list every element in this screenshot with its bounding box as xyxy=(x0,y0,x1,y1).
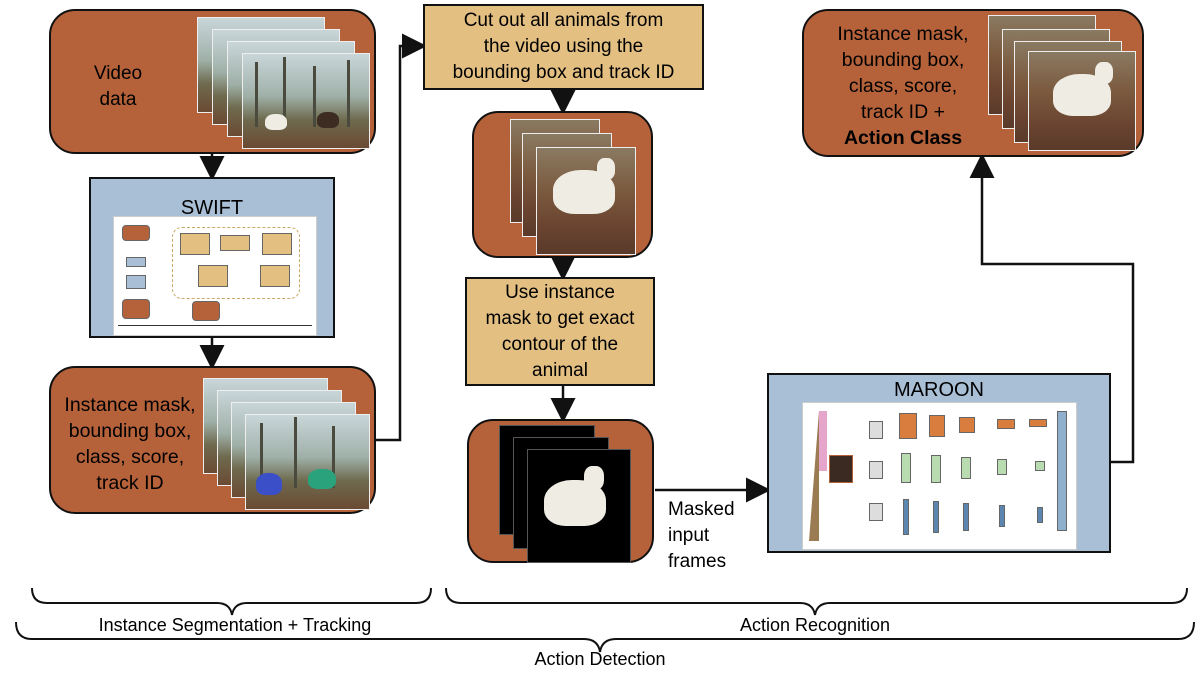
instance-line-1: Instance mask, xyxy=(64,394,196,416)
masked-deer-green xyxy=(308,469,336,489)
cropped-frames-box xyxy=(472,111,653,258)
video-label-line2: data xyxy=(99,89,137,110)
instance-frame-front xyxy=(245,414,370,510)
video-label-line1: Video xyxy=(93,63,143,84)
output-line-4: track ID + xyxy=(861,101,945,123)
label-action-detection: Action Detection xyxy=(534,649,666,669)
output-line-2: bounding box, xyxy=(841,49,965,71)
use-instance-mask-box: Use instance mask to get exact contour o… xyxy=(465,277,655,386)
bracket-detection xyxy=(15,621,1195,653)
output-frame-stack xyxy=(988,15,1138,155)
video-data-label: Video data xyxy=(73,61,163,113)
bracket-segmentation xyxy=(31,587,432,616)
instance-line-4: track ID xyxy=(96,472,164,494)
video-data-box: Video data xyxy=(49,9,376,154)
masked-input-frames-label: Masked input frames xyxy=(668,497,758,575)
instance-frame-stack xyxy=(203,378,373,512)
usemask-line-2: mask to get exact xyxy=(485,307,635,329)
masked-label-line-2: input xyxy=(668,525,710,546)
swift-diagram-thumbnail xyxy=(113,216,317,336)
usemask-line-1: Use instance xyxy=(505,281,615,303)
video-frame-stack xyxy=(197,17,372,152)
output-frame-front xyxy=(1028,51,1136,151)
instance-line-2: bounding box, xyxy=(68,420,192,442)
swift-title: SWIFT xyxy=(180,197,244,219)
output-label: Instance mask, bounding box, class, scor… xyxy=(818,21,988,151)
output-action-class: Action Class xyxy=(843,127,963,149)
label-action-recognition: Action Recognition xyxy=(739,615,891,635)
cut-line-1: Cut out all animals from xyxy=(463,10,664,31)
cut-out-box: Cut out all animals from the video using… xyxy=(423,4,704,90)
output-line-1: Instance mask, xyxy=(837,23,969,45)
usemask-line-4: animal xyxy=(532,359,588,381)
instance-line-3: class, score, xyxy=(75,446,185,468)
instance-mask-label: Instance mask, bounding box, class, scor… xyxy=(55,392,205,496)
label-instance-segmentation-tracking: Instance Segmentation + Tracking xyxy=(98,615,372,635)
video-frame-front xyxy=(242,53,370,149)
masked-frames-box xyxy=(467,419,654,563)
masked-label-line-3: frames xyxy=(668,551,727,572)
deer-shape-dark xyxy=(317,112,339,128)
masked-frame-front xyxy=(527,449,631,563)
masked-label-line-1: Masked xyxy=(668,499,735,520)
maroon-diagram-thumbnail xyxy=(802,402,1077,550)
cut-line-2: the video using the xyxy=(483,36,644,57)
arrow-instance-to-cut xyxy=(376,33,427,442)
usemask-line-3: contour of the xyxy=(501,333,619,355)
instance-mask-box: Instance mask, bounding box, class, scor… xyxy=(49,366,376,514)
output-box: Instance mask, bounding box, class, scor… xyxy=(802,9,1144,157)
masked-deer-blue xyxy=(256,473,282,495)
output-line-3: class, score, xyxy=(848,75,958,97)
swift-box: SWIFT xyxy=(89,177,335,338)
cut-line-3: bounding box and track ID xyxy=(452,62,675,83)
deer-shape xyxy=(265,114,287,130)
cropped-frame-front xyxy=(536,147,636,255)
arrow-maroon-to-output xyxy=(969,153,1135,464)
bracket-recognition xyxy=(445,587,1188,616)
maroon-title: MAROON xyxy=(894,379,984,401)
maroon-box: MAROON xyxy=(767,373,1111,553)
